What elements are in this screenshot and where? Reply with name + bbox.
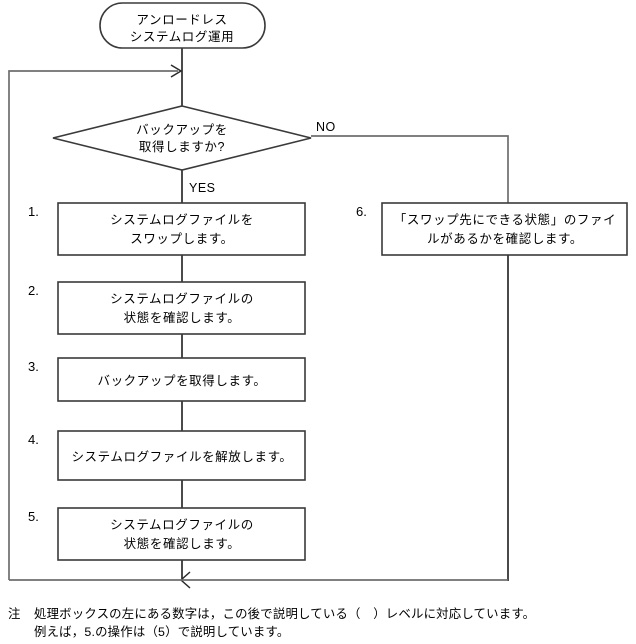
step-6-number: 6. — [356, 204, 367, 219]
decision-line2: 取得しますか? — [139, 139, 225, 154]
step-5-line1: システムログファイルの — [110, 518, 254, 532]
branch-label-no: NO — [316, 120, 336, 134]
step-2-box — [57, 281, 306, 335]
branch-label-yes: YES — [189, 181, 216, 195]
step-2-number: 2. — [28, 283, 39, 298]
footnote-line-1: 処理ボックスの左にある数字は，この後で説明している（ ）レベルに対応しています。 — [34, 607, 536, 621]
connector-no-to-step6 — [311, 135, 509, 203]
step-5-number: 5. — [28, 509, 39, 524]
step-3-box — [57, 357, 306, 402]
footnote-row: 注 処理ボックスの左にある数字は，この後で説明している（ ）レベルに対応していま… — [8, 605, 628, 641]
step-1-box — [57, 202, 306, 256]
step-3-number: 3. — [28, 359, 39, 374]
connector-loopback-path — [8, 70, 178, 580]
step-3-line1: バックアップを取得します。 — [97, 373, 266, 388]
start-terminal-line2: システムログ運用 — [130, 30, 234, 44]
step-4-number: 4. — [28, 432, 39, 447]
step-6-box — [381, 202, 628, 256]
step-2-line2: 状態を確認します。 — [124, 310, 241, 325]
step-6-line1: 「スワップ先にできる状態」のファイ — [394, 212, 616, 227]
step-5-box — [57, 507, 306, 561]
footnote: 注 処理ボックスの左にある数字は，この後で説明している（ ）レベルに対応していま… — [8, 605, 628, 641]
footnote-line-2: 例えば，5.の操作は（5）で説明しています。 — [34, 625, 290, 639]
decision-line1: バックアップを — [136, 123, 228, 137]
step-4-box — [57, 430, 306, 481]
decision-diamond-shape — [52, 105, 312, 171]
start-terminal-line1: アンロードレス — [136, 13, 227, 27]
start-terminal-shape — [99, 2, 266, 49]
step-5-line2: 状態を確認します。 — [124, 536, 241, 551]
step-1-line2: スワップします。 — [130, 232, 234, 246]
step-2-line1: システムログファイルの — [110, 292, 254, 306]
footnote-lines: 処理ボックスの左にある数字は，この後で説明している（ ）レベルに対応しています。… — [34, 605, 628, 641]
step-4-line1: システムログファイルを解放します。 — [71, 449, 292, 464]
step-1-number: 1. — [28, 204, 39, 219]
step-6-line2: ルがあるかを確認します。 — [427, 231, 583, 246]
arrowhead-loopback-right — [170, 64, 183, 78]
step-1-line1: システムログファイルを — [110, 213, 254, 227]
footnote-marker: 注 — [8, 607, 21, 621]
